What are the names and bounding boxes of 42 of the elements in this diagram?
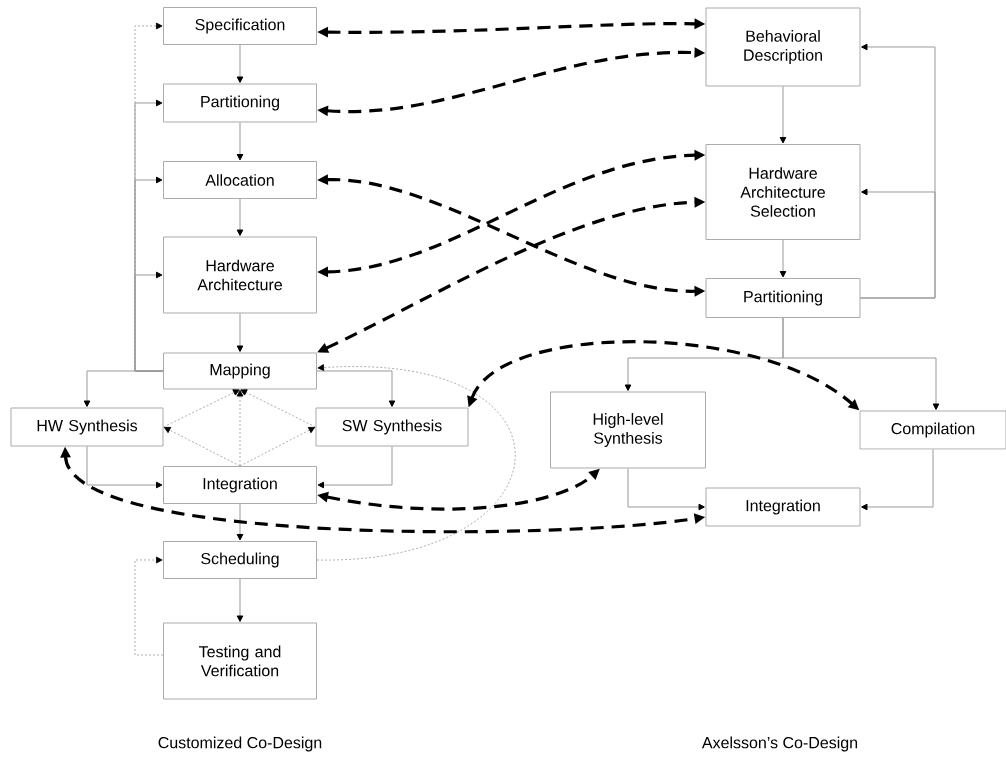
caption: Customized Co-Design [158,736,322,752]
dashed-arrow [240,389,316,428]
arrow [236,578,244,622]
process-box: Allocation [163,161,317,199]
arrow [861,449,934,511]
dashed-arrow [316,364,516,561]
dashed-arrow [236,390,244,467]
process-box: Compilation [859,410,1006,450]
process-box: Scheduling [163,541,317,579]
process-box: Testing and Verification [163,622,317,700]
arrow [134,271,164,372]
arrow [83,370,164,407]
dashed-arrow [163,389,240,428]
dashed-arrow [134,556,164,656]
caption: Axelsson’s Co-Design [701,736,858,752]
arrow [236,122,244,161]
dashed-arrow [239,427,316,467]
arrow [317,446,393,489]
arrow [860,188,936,299]
process-box: Specification [163,7,317,45]
arrow [782,317,940,410]
process-box: SW Synthesis [315,407,469,447]
arrow [627,468,705,511]
process-box: Integration [163,466,317,504]
process-box: HW Synthesis [10,407,164,447]
process-box: Partitioning [705,278,861,318]
arrow [779,86,787,144]
process-box: Hardware Architecture Selection [705,144,861,240]
process-box: High-level Synthesis [550,391,706,469]
dashed-arrow [163,426,241,467]
process-box: Behavioral Description [705,7,861,87]
arrow [236,44,244,83]
process-box: Integration [705,487,861,527]
arrow [236,313,244,352]
process-box: Partitioning [163,83,317,123]
process-box: Hardware Architecture [163,236,317,314]
arrow [236,503,244,541]
arrow [86,446,163,489]
process-box: Mapping [163,352,317,390]
arrow [236,198,244,236]
arrow [779,239,787,278]
arrow [316,370,396,407]
